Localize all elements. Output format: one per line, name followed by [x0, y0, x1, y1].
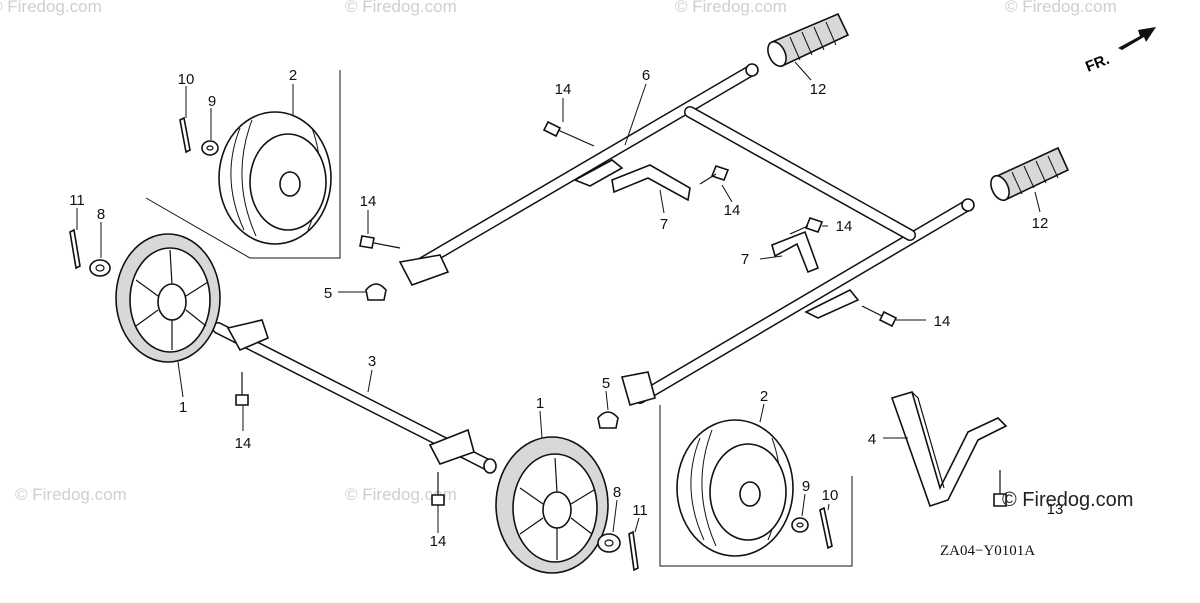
cotter-pin-11-right	[628, 530, 639, 572]
cap-5-top	[365, 283, 387, 301]
watermark-overlay: © Firedog.com	[1002, 489, 1133, 511]
axle	[212, 319, 497, 474]
callout-7-top: 7	[660, 216, 668, 233]
washer-8-right	[597, 533, 621, 553]
callout-8-right: 8	[613, 484, 621, 501]
stand	[890, 391, 1008, 508]
callout-11-right: 11	[632, 502, 648, 519]
callout-14-right: 14	[836, 218, 853, 235]
callout-14-left: 14	[360, 193, 377, 210]
callout-8-left: 8	[97, 206, 105, 223]
washer-8-left	[89, 259, 111, 277]
callout-5-bottom: 5	[602, 375, 610, 392]
callout-14-top: 14	[555, 81, 572, 98]
watermark-bottom-center: © Firedog.com	[345, 485, 457, 504]
watermark-bottom-left: © Firedog.com	[15, 485, 127, 504]
callout-13: 13	[1047, 501, 1064, 518]
cotter-pin-11-left	[69, 228, 81, 270]
callout-2-bottom: 2	[760, 388, 768, 405]
callout-11-left: 11	[69, 192, 85, 209]
callout-4: 4	[868, 431, 876, 448]
wheel-1-left	[115, 233, 221, 363]
callout-9-bottom: 9	[802, 478, 810, 495]
cotter-pin-10-top	[179, 116, 191, 154]
front-direction-arrow	[1118, 27, 1156, 50]
bolts	[235, 120, 1007, 507]
grip-top	[767, 12, 850, 68]
wheel-1-right	[495, 436, 609, 574]
cotter-pin-10-bottom	[819, 506, 833, 550]
callout-10-bottom: 10	[822, 487, 839, 504]
callout-5-top: 5	[324, 285, 332, 302]
callout-9-top: 9	[208, 93, 216, 110]
callout-1-left: 1	[179, 399, 187, 416]
wheel-2-bottom	[676, 419, 794, 557]
callout-14-axle-left: 14	[235, 435, 252, 452]
wheel-2-top	[218, 111, 332, 245]
callout-14-axle-right: 14	[430, 533, 447, 550]
diagram-code: ZA04−Y0101A	[940, 543, 1035, 559]
callout-14-frame: 14	[934, 313, 951, 330]
leader-lines	[76, 61, 1041, 533]
washer-9-top	[201, 140, 219, 156]
grip-bottom	[990, 146, 1070, 202]
callout-14-bracket: 14	[724, 202, 741, 219]
watermark-top-right: © Firedog.com	[675, 0, 787, 16]
callout-1-right: 1	[536, 395, 544, 412]
section-line-top	[145, 70, 341, 259]
watermark-top-left: © Firedog.com	[0, 0, 102, 16]
handle-frame	[398, 63, 975, 406]
callout-2-top: 2	[289, 67, 297, 84]
cap-5-bottom	[597, 411, 619, 429]
callout-10-top: 10	[178, 71, 195, 88]
callout-6: 6	[642, 67, 650, 84]
watermark-top-center: © Firedog.com	[345, 0, 457, 16]
watermark-top-far-right: © Firedog.com	[1005, 0, 1117, 16]
bracket-7-top	[611, 164, 691, 202]
callout-12-top: 12	[810, 81, 827, 98]
front-direction-label: FR.	[1083, 51, 1112, 76]
callout-12-bottom: 12	[1032, 215, 1049, 232]
bracket-7-bottom	[771, 230, 820, 274]
callout-7-bottom: 7	[741, 251, 749, 268]
callout-3: 3	[368, 353, 376, 370]
washer-9-bottom	[791, 517, 809, 533]
section-line-bottom	[659, 405, 853, 567]
